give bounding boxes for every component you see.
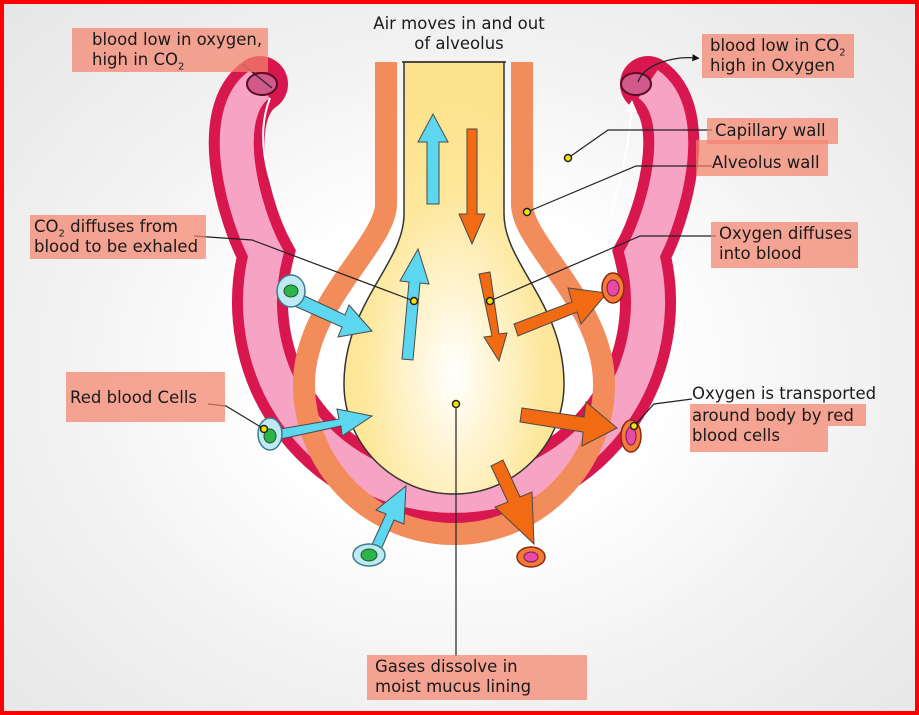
orange-arrow-icon [458,128,486,246]
cyan-arrow-icon [417,112,449,205]
leader-dot [451,399,461,409]
cyan-arrow-icon [273,408,374,441]
label-oxygen-diffuses: Oxygen diffuses into blood [711,222,859,268]
label-co2-diffuses: CO2 diffuses from blood to be exhaled [30,215,207,259]
label-alveolus-wall: Alveolus wall [696,140,828,176]
green-red-blood-cell-icon [257,417,283,451]
orange-arrow-icon [513,287,608,337]
leader-line-capillary-wall [567,129,712,159]
orange-arrow-icon [519,401,618,447]
leader-line-oxygen-diffuses [489,235,716,302]
leader-dot [522,207,532,217]
alveolus-wall [292,62,616,545]
leader-line-co2 [193,235,415,302]
vessel-opening-out [620,72,652,96]
vessel-opening-in [246,72,278,96]
leader-dot [563,153,573,163]
flow-arrow-icon [625,100,637,112]
label-oxygen-transported: Oxygen is transported around body by red… [690,384,876,452]
green-red-blood-cell-icon [352,543,386,567]
label-blood-low-co2: blood low in CO2 high in Oxygen [702,34,854,78]
leader-dot [485,296,495,306]
leader-line-alveolus-wall [526,165,712,213]
pink-red-blood-cell-icon [516,546,546,568]
label-gases-dissolve: Gases dissolve in moist mucus lining [367,655,588,700]
orange-arrow-icon [490,459,535,546]
blood-flow-in-line [262,97,305,250]
green-red-blood-cell-icon [276,274,306,308]
orange-arrow-icon [478,271,508,363]
flow-arrow-icon [304,241,315,251]
leader-line-oxygen-transported [633,398,693,427]
label-capillary-wall: Capillary wall [707,118,838,144]
label-red-blood-cells: Red blood Cells [66,372,225,422]
cyan-arrow-icon [289,291,373,338]
pink-red-blood-cell-icon [601,272,625,304]
blood-flow-out-line [609,103,633,215]
leader-dot [409,296,419,306]
leader-dot [259,424,269,434]
leader-dot [629,421,639,431]
alveolus-diagram [193,54,716,656]
leader-line-blood-out [637,54,700,83]
label-blood-low-oxygen: blood low in oxygen, high in CO2 [72,28,269,72]
label-air-moves: Air moves in and out of alveolus [373,14,545,53]
capillary-lumen [219,69,689,513]
